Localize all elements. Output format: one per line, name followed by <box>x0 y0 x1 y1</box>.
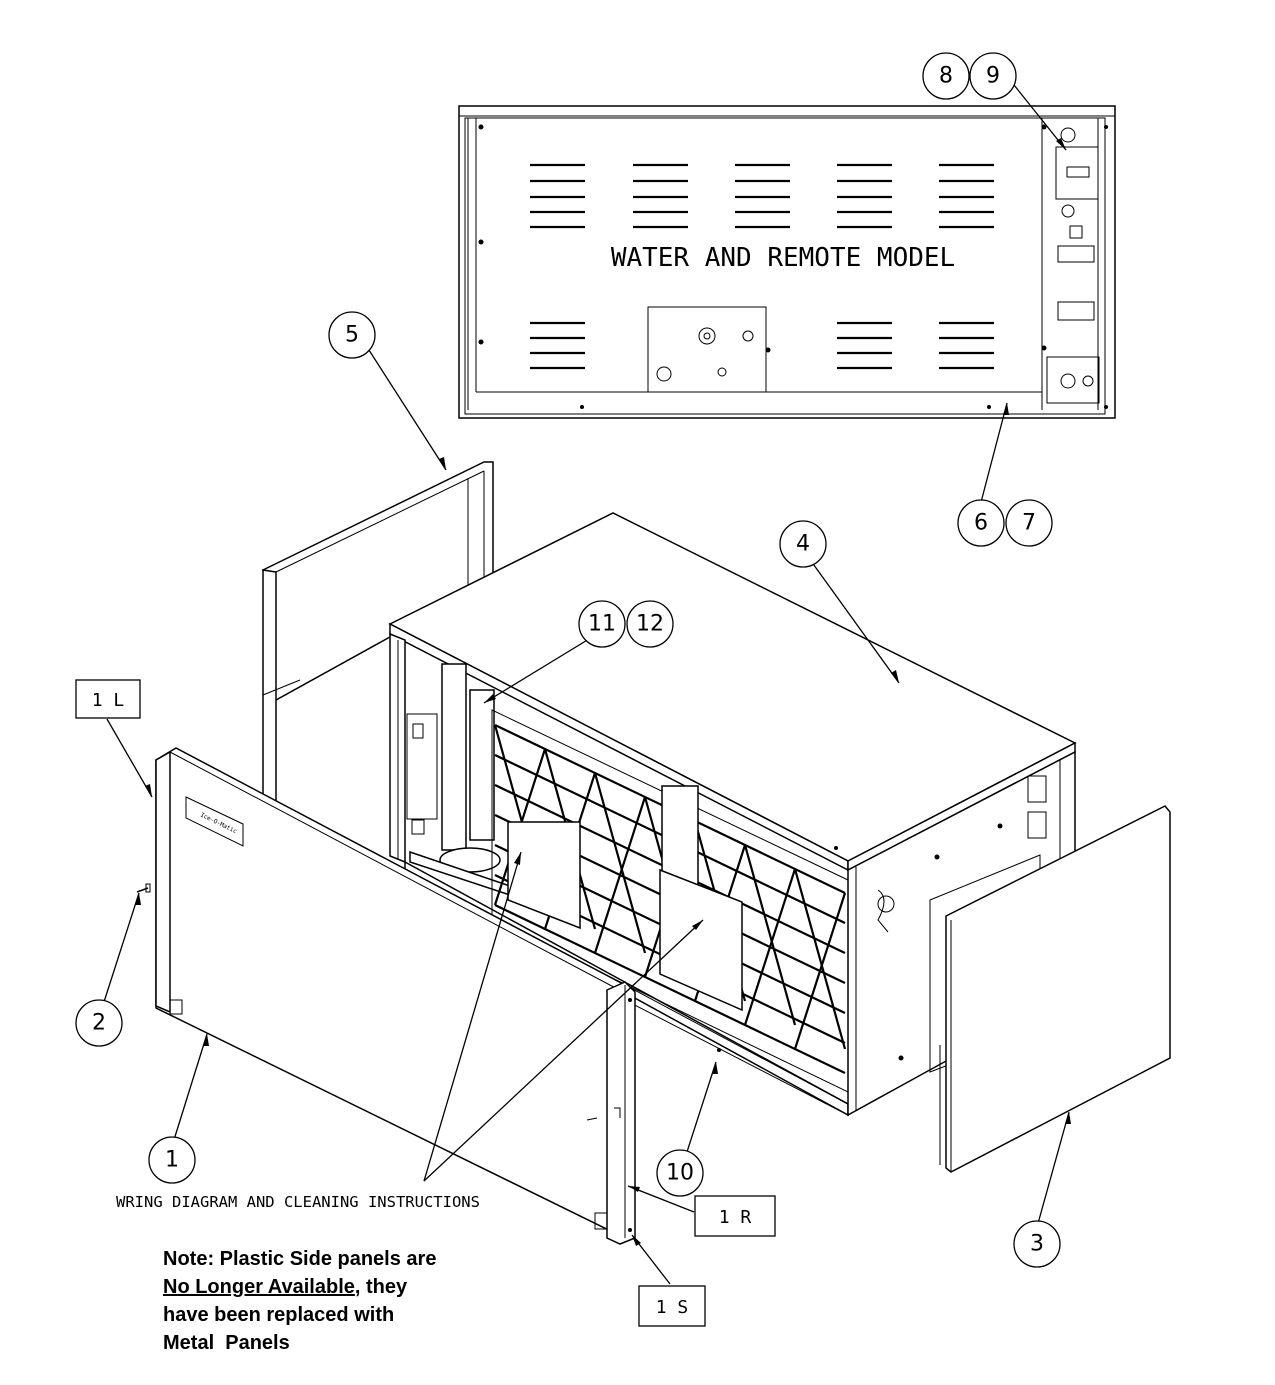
callout-4: 4 <box>779 520 827 568</box>
note-line-2-rest: , they <box>354 1276 408 1298</box>
callout-6: 6 <box>957 499 1005 547</box>
rear-model-label: WATER AND REMOTE MODEL <box>611 243 955 273</box>
callout-8: 8 <box>922 52 970 100</box>
svg-text:5: 5 <box>345 323 359 348</box>
wiring-diagram-label: WRING DIAGRAM AND CLEANING INSTRUCTIONS <box>116 1193 480 1211</box>
callout-7: 7 <box>1005 499 1053 547</box>
svg-text:10: 10 <box>666 1161 694 1186</box>
note-line-2: No Longer Available, they <box>163 1273 493 1301</box>
note-text: Note: Plastic Side panels are No Longer … <box>163 1245 493 1357</box>
callout-10: 10 <box>656 1149 704 1197</box>
svg-text:1: 1 <box>165 1148 179 1173</box>
callout-1: 1 <box>148 1136 196 1184</box>
callout-9: 9 <box>969 52 1017 100</box>
arrow-heads <box>135 138 1071 1246</box>
label-box-1r: 1 R <box>694 1195 776 1237</box>
svg-text:1 R: 1 R <box>719 1207 752 1228</box>
svg-text:2: 2 <box>92 1011 106 1036</box>
svg-text:9: 9 <box>986 64 1000 89</box>
note-line-4: Metal Panels <box>163 1332 290 1354</box>
svg-text:7: 7 <box>1022 511 1036 536</box>
front-panel-right <box>586 981 849 1245</box>
note-line-3: have been replaced with <box>163 1304 395 1326</box>
svg-text:6: 6 <box>974 511 988 536</box>
svg-text:1 L: 1 L <box>92 690 125 711</box>
svg-text:8: 8 <box>939 64 953 89</box>
callout-11: 11 <box>578 600 626 648</box>
svg-text:11: 11 <box>588 612 616 637</box>
callout-2: 2 <box>75 999 123 1047</box>
label-box-1s: 1 S <box>638 1285 706 1327</box>
svg-text:12: 12 <box>636 612 664 637</box>
label-box-1l: 1 L <box>75 679 141 719</box>
callout-3: 3 <box>1013 1220 1061 1268</box>
note-line-1: Note: Plastic Side panels are <box>163 1248 437 1270</box>
screw-icon <box>136 883 151 893</box>
callout-5: 5 <box>328 311 376 359</box>
front-panel-left: Ice-O-Matic <box>155 747 626 1240</box>
leader-lines <box>102 84 1070 1285</box>
rear-panel: WATER AND REMOTE MODEL <box>458 105 1116 419</box>
svg-text:1 S: 1 S <box>656 1297 689 1318</box>
right-side-panel <box>939 805 1171 1173</box>
note-underlined: No Longer Available <box>163 1276 355 1298</box>
callout-12: 12 <box>626 600 674 648</box>
svg-text:3: 3 <box>1030 1232 1044 1257</box>
svg-text:4: 4 <box>796 532 810 557</box>
left-side-panel <box>262 461 494 803</box>
